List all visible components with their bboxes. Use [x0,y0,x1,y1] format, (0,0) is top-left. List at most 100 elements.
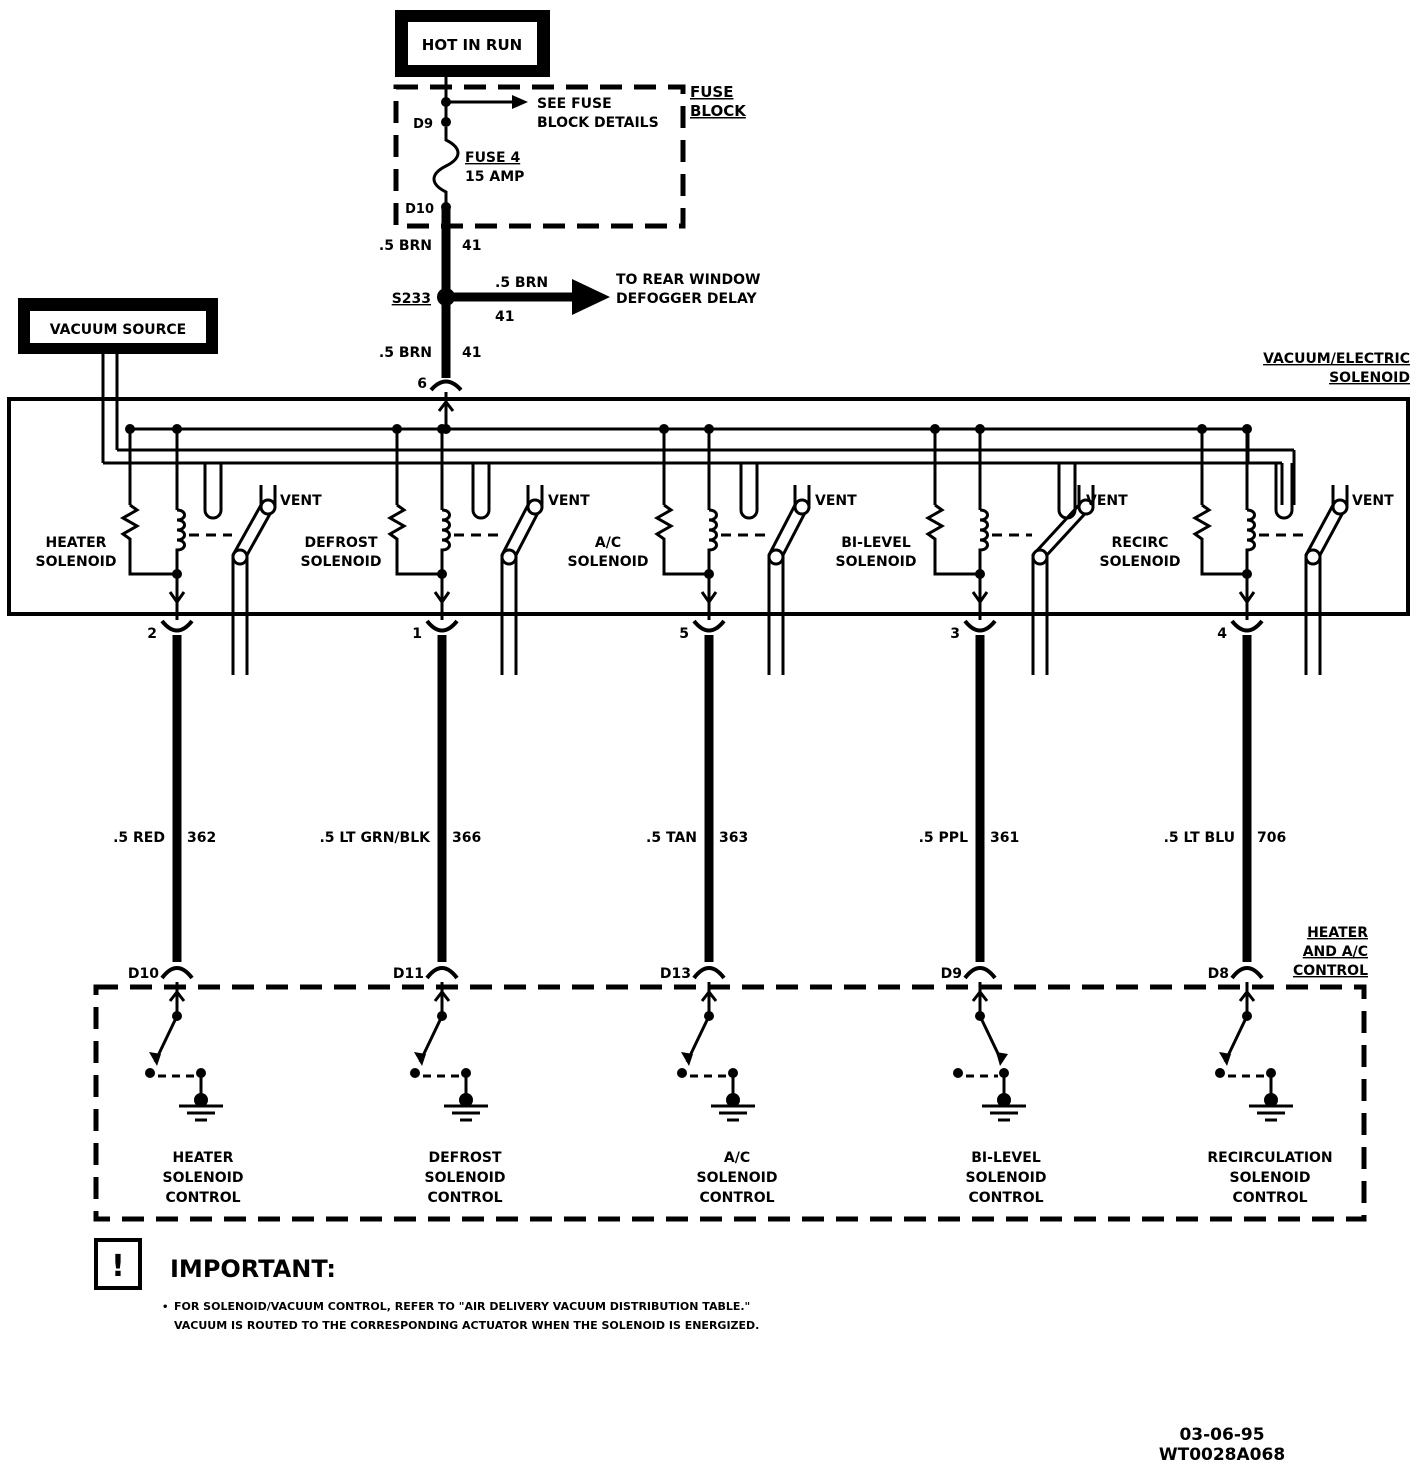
wire-size: .5 PPL [919,830,968,846]
vacuum-port [203,463,223,520]
see-fuse-details-label: SEE FUSE [537,96,612,112]
solenoid-pin: 3 [950,626,960,642]
control-label: DEFROST [428,1150,502,1166]
solenoid-label: SOLENOID [36,554,117,570]
control-unit: HEATER SOLENOID CONTROL [145,982,243,1206]
fuse-block-label: FUSE [690,83,733,101]
branch-arrow [572,279,610,315]
wire-41-lower-size: .5 BRN [379,345,432,361]
vent-valve [1031,485,1095,675]
wire-41-upper-size: .5 BRN [379,238,432,254]
coil-symbol [978,508,989,600]
solenoid-pin-6: 6 [417,376,427,392]
wire-41-lower-circuit: 41 [462,345,481,361]
control-label: SOLENOID [1230,1170,1311,1186]
fuse-rating: 15 AMP [465,169,524,185]
vent-label: VENT [815,493,857,509]
solenoid-unit: VENT HEATER SOLENOID [36,424,322,675]
connector-6 [429,379,463,392]
wire-circuit: 363 [719,830,748,846]
connector [1230,619,1264,633]
connector [963,966,997,980]
control-block-label: HEATER [1307,925,1368,941]
rear-defogger-label: DEFOGGER DELAY [616,291,757,307]
vent-valve [231,485,277,675]
vacuum-port [739,463,759,520]
solenoid-pin: 5 [679,626,689,642]
see-fuse-details-label: BLOCK DETAILS [537,115,659,131]
solenoid-label: DEFROST [304,535,378,551]
wire-size: .5 LT BLU [1164,830,1235,846]
control-block-outline [93,984,1367,1222]
ground-icon [444,1104,488,1122]
control-label: SOLENOID [697,1170,778,1186]
branch-wire-circuit: 41 [495,309,514,325]
branch-wire-size: .5 BRN [495,275,548,291]
vacuum-source-label: VACUUM SOURCE [50,322,187,338]
wire-circuit: 361 [990,830,1019,846]
important-icon: ! [111,1249,125,1284]
wire-size: .5 TAN [646,830,697,846]
ground-icon [1249,1104,1293,1122]
resistor-symbol [924,503,980,576]
ground-icon [711,1104,755,1122]
coil-symbol [175,508,186,600]
wire-size: .5 LT GRN/BLK [319,830,431,846]
coil-symbol [707,508,718,600]
solenoid-label: BI-LEVEL [841,535,911,551]
control-pin: D8 [1208,966,1229,982]
control-label: CONTROL [427,1190,502,1206]
vent-label: VENT [1086,493,1128,509]
connector [692,619,726,633]
vacuum-port [471,463,491,520]
vent-label: VENT [280,493,322,509]
control-label: CONTROL [165,1190,240,1206]
connector [160,966,194,980]
control-pin: D10 [128,966,159,982]
control-label: SOLENOID [163,1170,244,1186]
fuse-4-symbol [432,127,460,207]
connector [425,966,459,980]
ground-icon [179,1104,223,1122]
resistor-symbol [653,503,709,576]
solenoid-pin: 4 [1217,626,1227,642]
solenoid-label: HEATER [46,535,107,551]
important-bullet: • [162,1302,168,1313]
coil-symbol [1245,508,1256,600]
control-units: HEATERSOLENOIDCONTROLDEFROSTSOLENOIDCONT… [145,982,1333,1206]
solenoid-label: SOLENOID [1100,554,1181,570]
vent-label: VENT [548,493,590,509]
control-label: HEATER [173,1150,234,1166]
control-pin: D13 [660,966,691,982]
solenoid-label: RECIRC [1112,535,1169,551]
fuse-in-pin: D9 [413,117,433,132]
hot-in-run-label: HOT IN RUN [422,36,522,54]
vacuum-source: VACUUM SOURCE [18,298,218,463]
solenoid-label: SOLENOID [301,554,382,570]
wire-41-upper-circuit: 41 [462,238,481,254]
solenoid-label: A/C [595,535,621,551]
vent-valve [767,485,811,675]
solenoid-pin: 2 [147,626,157,642]
wire-circuit: 362 [187,830,216,846]
important-line1: FOR SOLENOID/VACUUM CONTROL, REFER TO "A… [174,1300,750,1313]
control-label: CONTROL [699,1190,774,1206]
solenoid-unit: VENT DEFROST SOLENOID [301,424,590,675]
connector [1230,966,1264,980]
splice-label: S233 [392,291,431,307]
footer-code: WT0028A068 [1159,1445,1285,1465]
connector [963,619,997,633]
power-feed: HOT IN RUN FUSE BLOCK SEE FUSE BLOCK DET… [379,10,761,412]
important-note: ! IMPORTANT: • FOR SOLENOID/VACUUM CONTR… [94,1238,759,1332]
wire-size: .5 RED [113,830,165,846]
solenoid-units: VENTHEATERSOLENOIDVENTDEFROSTSOLENOIDVEN… [36,424,1394,675]
